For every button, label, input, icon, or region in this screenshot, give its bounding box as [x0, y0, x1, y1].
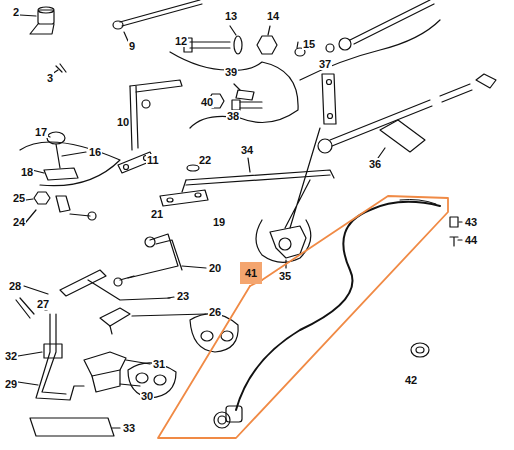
callout-number: 20: [208, 262, 222, 274]
callout-number: 30: [140, 390, 154, 402]
callout-number: 29: [4, 378, 18, 390]
callout-number: 2: [12, 6, 20, 18]
callout-number: 40: [200, 96, 214, 108]
callout-number: 16: [88, 146, 102, 158]
callout-number: 38: [226, 110, 240, 122]
callout-number: 18: [20, 166, 34, 178]
callout-number: 13: [224, 10, 238, 22]
callout-number: 3: [46, 72, 54, 84]
callout-number: 11: [146, 154, 160, 166]
callout-number: 9: [128, 40, 136, 52]
callout-number: 35: [278, 270, 292, 282]
callout-number: 25: [12, 192, 26, 204]
callout-number: 33: [122, 422, 136, 434]
callout-number: 32: [4, 350, 18, 362]
callout-number: 24: [12, 216, 26, 228]
callout-number: 34: [240, 144, 254, 156]
callout-number: 43: [464, 216, 478, 228]
callout-number: 37: [318, 58, 332, 70]
callout-number: 14: [266, 10, 280, 22]
callout-number: 44: [464, 234, 478, 246]
callout-number: 36: [368, 158, 382, 170]
callout-number: 12: [174, 35, 188, 47]
callout-number: 31: [152, 358, 166, 370]
callout-number: 39: [224, 66, 238, 78]
callout-number: 26: [208, 306, 222, 318]
callout-number: 22: [198, 154, 212, 166]
callout-box: 41: [240, 262, 262, 284]
callout-number: 23: [176, 290, 190, 302]
callout-number: 17: [34, 126, 48, 138]
callout-number: 27: [36, 298, 50, 310]
callout-number: 28: [8, 280, 22, 292]
callout-number: 10: [116, 116, 130, 128]
callout-number: 19: [212, 216, 226, 228]
callout-number: 41: [245, 267, 257, 279]
callout-number: 21: [150, 208, 164, 220]
callout-number: 42: [404, 374, 418, 386]
callout-number: 15: [302, 38, 316, 50]
